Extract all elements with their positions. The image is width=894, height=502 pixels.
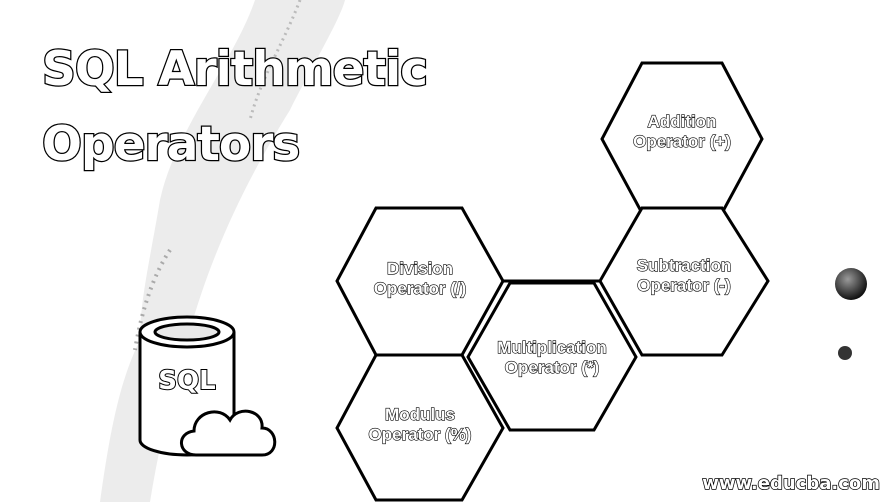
hexagon-multiplication — [466, 281, 638, 432]
cloud-icon — [180, 409, 277, 457]
database-label: SQL — [157, 365, 216, 397]
page-title-line1: SQL Arithmetic — [41, 41, 430, 99]
decor-dot-small — [838, 346, 852, 360]
page-title-line2: Operators — [41, 116, 302, 174]
footer-url[interactable]: www.educba.com — [701, 472, 880, 495]
decor-dot-large — [835, 268, 867, 300]
hexagon-modulus — [335, 353, 505, 502]
